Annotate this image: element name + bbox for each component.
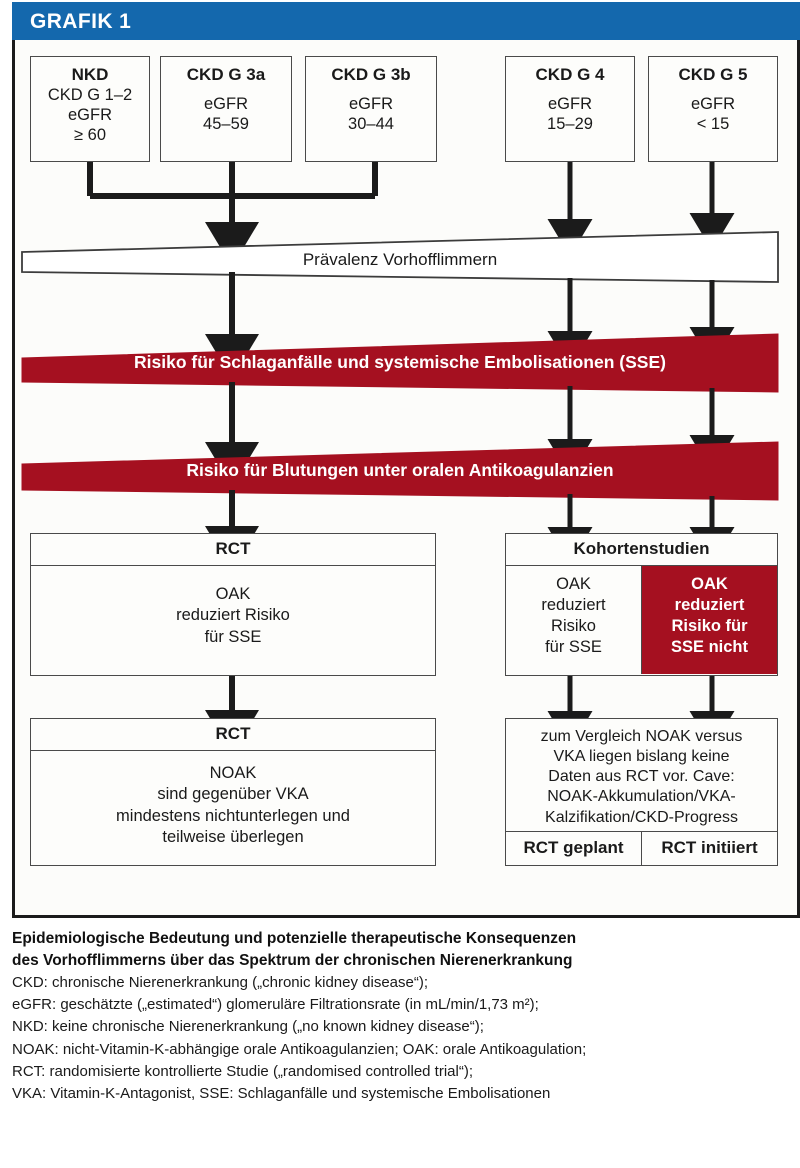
- merge-bracket: [87, 162, 378, 199]
- stage-box-ckd-g5[interactable]: CKD G 5 eGFR < 15: [648, 56, 778, 162]
- legend-line-vka-sse: VKA: Vitamin-K-Antagonist, SSE: Schlagan…: [12, 1084, 551, 1102]
- stage-egfr-label-ckd-g3a: eGFR: [203, 94, 248, 113]
- caption-line-1: Epidemiologische Bedeutung und potenziel…: [12, 930, 577, 947]
- stage-title-ckd-g3b: CKD G 3b: [331, 65, 411, 84]
- legend-line-rct: RCT: randomisierte kontrollierte Studie …: [12, 1062, 474, 1080]
- spacer: [306, 85, 436, 94]
- caption-line-2: des Vorhofflimmerns über das Spektrum de…: [12, 952, 573, 969]
- stage-egfr-label-ckd-g5: eGFR: [690, 94, 735, 113]
- figure-title: GRAFIK 1: [30, 10, 132, 33]
- stage-egfr-value-nkd: ≥ 60: [74, 125, 106, 144]
- stage-title-ckd-g5: CKD G 5: [678, 65, 748, 84]
- stage-box-ckd-g4[interactable]: CKD G 4 eGFR 15–29: [505, 56, 635, 162]
- stage-box-ckd-g3a[interactable]: CKD G 3a eGFR 45–59: [160, 56, 292, 162]
- button-rct-initiiert[interactable]: RCT initiiert: [642, 832, 777, 865]
- figure-caption-block: Epidemiologische Bedeutung und potenziel…: [12, 928, 792, 1105]
- spacer: [506, 85, 634, 94]
- stage-egfr-label-nkd: eGFR: [67, 105, 112, 124]
- button-rct-geplant[interactable]: RCT geplant: [506, 832, 642, 865]
- legend-line-nkd: NKD: keine chronische Nierenerkrankung (…: [12, 1018, 484, 1036]
- spacer: [161, 85, 291, 94]
- figure-panel: GRAFIK 1: [12, 2, 800, 918]
- stage-egfr-label-ckd-g4: eGFR: [547, 94, 592, 113]
- stage-egfr-value-ckd-g5: < 15: [696, 114, 730, 133]
- panel-rct-sse-title: RCT: [31, 534, 435, 566]
- stage-box-ckd-g3b[interactable]: CKD G 3b eGFR 30–44: [305, 56, 437, 162]
- panel-rct-noak-title: RCT: [31, 719, 435, 751]
- prevalence-band-label: Prävalenz Vorhofflimmern: [302, 250, 498, 269]
- outlook-button-row: RCT geplant RCT initiiert: [506, 831, 777, 865]
- bleed-risk-band-label: Risiko für Blutungen unter oralen Antiko…: [186, 460, 614, 480]
- panel-cohort-title: Kohortenstudien: [506, 534, 777, 566]
- stage-title-nkd: NKD: [71, 65, 109, 84]
- legend-line-noak-oak: NOAK: nicht-Vitamin-K-abhängige orale An…: [12, 1040, 587, 1058]
- figure-title-bar: GRAFIK 1: [12, 2, 800, 40]
- spacer: [649, 85, 777, 94]
- stage-egfr-value-ckd-g3a: 45–59: [203, 114, 249, 133]
- stage-line2-nkd: CKD G 1–2: [47, 85, 133, 104]
- stage-egfr-label-ckd-g3b: eGFR: [348, 94, 393, 113]
- stage-egfr-value-ckd-g3b: 30–44: [348, 114, 394, 133]
- stage-box-nkd[interactable]: NKD CKD G 1–2 eGFR ≥ 60: [30, 56, 150, 162]
- stage-egfr-value-ckd-g4: 15–29: [547, 114, 593, 133]
- legend-line-egfr: eGFR: geschätzte („estimated“) glomerulä…: [12, 996, 539, 1014]
- legend-line-ckd: CKD: chronische Nierenerkrankung („chron…: [12, 974, 429, 991]
- diagram-canvas: Prävalenz Vorhofflimmern Risiko für Schl…: [21, 56, 779, 866]
- stage-title-ckd-g3a: CKD G 3a: [186, 65, 266, 84]
- stage-title-ckd-g4: CKD G 4: [535, 65, 605, 84]
- sse-risk-band-label: Risiko für Schlaganfälle und systemische…: [134, 352, 666, 372]
